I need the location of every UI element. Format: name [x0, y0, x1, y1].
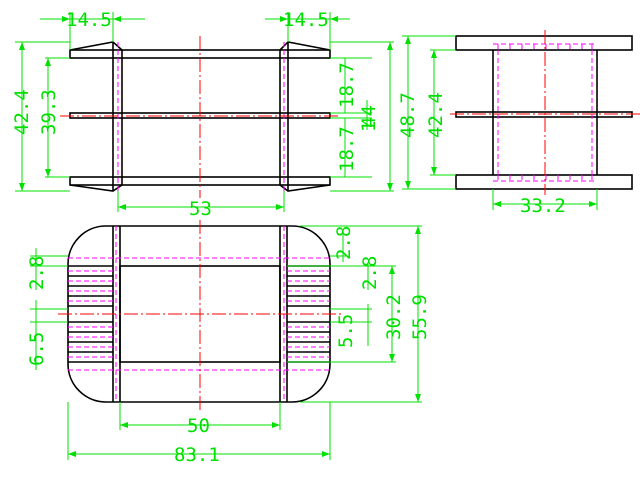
dim-overall-height: 55.9 — [409, 294, 431, 340]
side-view: 48.7 42.4 33.2 — [397, 30, 640, 217]
dim-total-height: 44 — [358, 105, 380, 128]
dim-lower-gap: 18.7 — [336, 126, 358, 172]
dim-mid-thickness: 1 — [358, 121, 380, 132]
dim-height-a: 42.4 — [11, 89, 33, 135]
dim-slot-right-b: 2.8 — [359, 256, 381, 290]
bottom-left-taper — [69, 184, 123, 192]
dim-overall-width: 83.1 — [174, 444, 220, 466]
front-view: 14.5 14.5 42.4 39.3 18.7 1 44 18.7 — [11, 9, 394, 220]
dim-slot-top-left: 2.8 — [26, 256, 48, 290]
dim-flange-right: 14.5 — [283, 9, 329, 31]
dim-pitch-right: 5.5 — [335, 314, 357, 348]
left-pin-slots — [68, 265, 113, 363]
dim-body-width: 53 — [189, 198, 212, 220]
dim-pitch-left: 6.5 — [26, 332, 48, 366]
dim-core-width: 33.2 — [520, 195, 566, 217]
top-left-taper — [69, 41, 123, 51]
right-pin-slots — [287, 265, 330, 363]
dim-slot-top-right: 2.8 — [333, 226, 355, 260]
side-bottom-flange — [455, 174, 633, 190]
dim-window-width: 50 — [187, 415, 210, 437]
dim-flange-left: 14.5 — [66, 9, 112, 31]
dim-side-height-outer: 48.7 — [397, 92, 419, 138]
dimension-arrowheads — [19, 16, 597, 457]
bottom-view: 2.8 6.5 2.8 2.8 5.5 30.2 55.9 50 83.1 — [26, 220, 431, 466]
dim-side-height-inner: 42.4 — [425, 92, 447, 138]
dim-upper-gap: 18.7 — [336, 62, 358, 108]
side-bottom-slots — [493, 175, 597, 182]
side-top-flange — [455, 35, 633, 51]
dim-height-b: 39.3 — [38, 89, 60, 135]
dim-window-height: 30.2 — [383, 294, 405, 340]
